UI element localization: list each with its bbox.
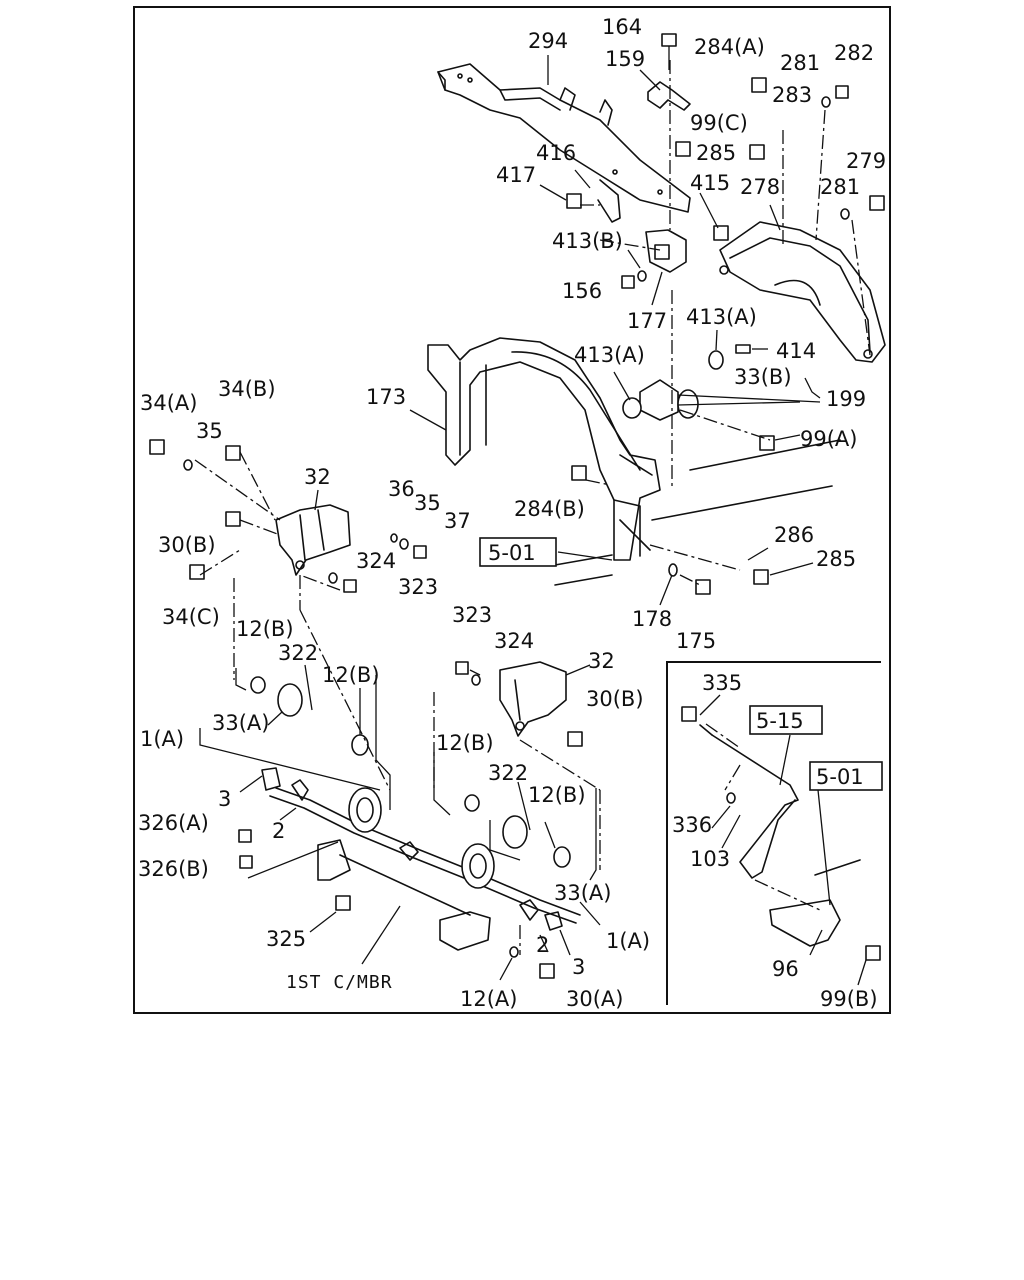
ref-501a-text: 5-01 xyxy=(488,541,536,565)
label-285a: 285 xyxy=(696,141,736,165)
label-30b1: 30(B) xyxy=(158,533,216,557)
clamp-159 xyxy=(647,33,691,111)
label-30a: 30(A) xyxy=(566,987,623,1011)
label-3b: 3 xyxy=(572,955,585,979)
label-33a2: 33(A) xyxy=(554,881,611,905)
label-336: 336 xyxy=(672,813,712,837)
linkage-inset xyxy=(699,724,861,947)
label-178: 178 xyxy=(632,607,672,631)
label-12b4: 12(B) xyxy=(528,783,586,807)
part-labels: 164 294 159 284(A) 281 282 283 99(C) 285… xyxy=(138,15,886,1011)
label-281a: 281 xyxy=(780,51,820,75)
label-12b2: 12(B) xyxy=(322,663,380,687)
group-brackets xyxy=(199,377,821,881)
label-323b: 323 xyxy=(452,603,492,627)
mounts-33a xyxy=(250,676,571,868)
label-35a: 35 xyxy=(196,419,223,443)
label-417: 417 xyxy=(496,163,536,187)
label-36: 36 xyxy=(388,477,415,501)
label-282: 282 xyxy=(834,41,874,65)
label-177: 177 xyxy=(627,309,667,333)
ref-box-501b: 5-01 xyxy=(809,761,883,791)
label-35b: 35 xyxy=(414,491,441,515)
label-12a: 12(A) xyxy=(460,987,517,1011)
label-325: 325 xyxy=(266,927,306,951)
label-413a2: 413(A) xyxy=(574,343,645,367)
label-281b: 281 xyxy=(820,175,860,199)
label-284b: 284(B) xyxy=(514,497,585,521)
label-283: 283 xyxy=(772,83,812,107)
label-30b2: 30(B) xyxy=(586,687,644,711)
frame-rails xyxy=(554,439,841,586)
label-324b: 324 xyxy=(494,629,534,653)
label-175: 175 xyxy=(676,629,716,653)
label-199: 199 xyxy=(826,387,866,411)
label-32b: 32 xyxy=(588,649,615,673)
bolts xyxy=(149,77,885,979)
alignment-lines xyxy=(194,60,871,955)
cover-278 xyxy=(719,221,886,363)
label-164: 164 xyxy=(602,15,642,39)
label-278: 278 xyxy=(740,175,780,199)
bracket-32-upper xyxy=(275,504,351,576)
label-415: 415 xyxy=(690,171,730,195)
inset-frame xyxy=(666,661,881,1005)
label-416: 416 xyxy=(536,141,576,165)
label-2b: 2 xyxy=(536,933,549,957)
label-103: 103 xyxy=(690,847,730,871)
label-284a: 284(A) xyxy=(694,35,765,59)
label-99b: 99(B) xyxy=(820,987,878,1011)
label-413b: 413(B) xyxy=(552,229,623,253)
label-12b3: 12(B) xyxy=(436,731,494,755)
label-37: 37 xyxy=(444,509,471,533)
ref-box-515: 5-15 xyxy=(749,705,823,735)
label-156: 156 xyxy=(562,279,602,303)
leader-lines xyxy=(239,55,867,986)
label-1a2: 1(A) xyxy=(606,929,650,953)
bracket-177 xyxy=(645,229,687,273)
label-324a: 324 xyxy=(356,549,396,573)
label-33a1: 33(A) xyxy=(212,711,269,735)
bracket-294 xyxy=(437,63,691,223)
label-279: 279 xyxy=(846,149,886,173)
ref-box-501a: 5-01 xyxy=(479,537,557,567)
note-1st-cmbr: 1ST C/MBR xyxy=(286,972,393,993)
label-413a1: 413(A) xyxy=(686,305,757,329)
label-34a: 34(A) xyxy=(140,391,197,415)
label-326b: 326(B) xyxy=(138,857,209,881)
ref-501b-text: 5-01 xyxy=(816,765,864,789)
label-286: 286 xyxy=(774,523,814,547)
label-294: 294 xyxy=(528,29,568,53)
label-32a: 32 xyxy=(304,465,331,489)
label-323a: 323 xyxy=(398,575,438,599)
label-173: 173 xyxy=(366,385,406,409)
label-34c: 34(C) xyxy=(162,605,220,629)
washers xyxy=(183,96,850,958)
label-414: 414 xyxy=(776,339,816,363)
label-3a: 3 xyxy=(218,787,231,811)
ref-515-text: 5-15 xyxy=(756,709,804,733)
label-2a: 2 xyxy=(272,819,285,843)
label-12b1: 12(B) xyxy=(236,617,294,641)
diagram-frame xyxy=(133,6,891,1014)
label-326a: 326(A) xyxy=(138,811,209,835)
label-322b: 322 xyxy=(488,761,528,785)
label-335: 335 xyxy=(702,671,742,695)
label-96: 96 xyxy=(772,957,799,981)
shaft-assembly xyxy=(261,767,581,951)
label-1a1: 1(A) xyxy=(140,727,184,751)
label-285b: 285 xyxy=(816,547,856,571)
bracket-32-lower xyxy=(499,661,567,737)
label-322a: 322 xyxy=(278,641,318,665)
label-99c: 99(C) xyxy=(690,111,748,135)
label-33b: 33(B) xyxy=(734,365,792,389)
label-99a: 99(A) xyxy=(800,427,857,451)
label-34b: 34(B) xyxy=(218,377,276,401)
label-159: 159 xyxy=(605,47,645,71)
